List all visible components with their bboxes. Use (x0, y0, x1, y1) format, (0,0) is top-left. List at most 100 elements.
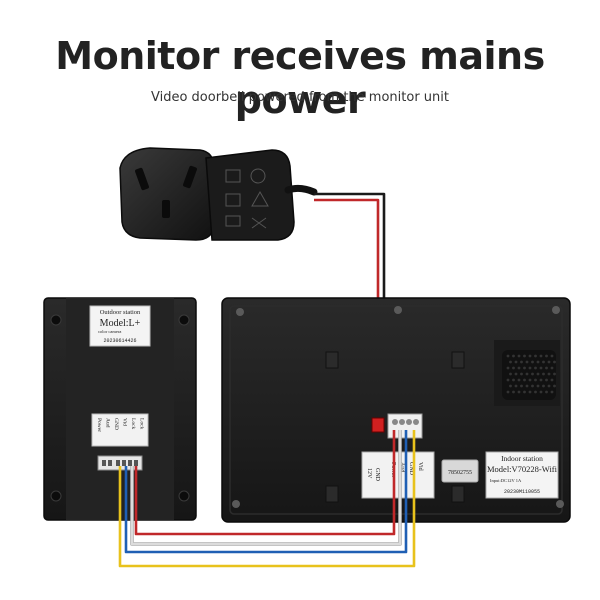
wire-red (134, 430, 396, 536)
grille-hole (547, 360, 551, 364)
indoor-terminal-name: 12V (366, 468, 372, 479)
grille-hole (517, 366, 521, 370)
grille-hole (523, 354, 526, 358)
grille-hole (520, 384, 523, 388)
grille-hole (509, 372, 512, 376)
grille-hole (528, 390, 532, 394)
grille-hole (525, 360, 529, 364)
grille-hole (523, 366, 526, 370)
outdoor-terminal-name: Vid (122, 418, 128, 426)
grille-hole (536, 384, 540, 388)
grille-hole (545, 354, 548, 358)
indoor-terminal-label (361, 451, 435, 499)
grille-hole (534, 390, 537, 394)
grille-hole (506, 390, 510, 394)
grille-hole (509, 384, 512, 388)
outdoor-label-model: Model:L+ (100, 318, 141, 329)
grille-hole (539, 378, 543, 382)
adapter-strain-relief (284, 184, 318, 196)
grille-hole (531, 360, 534, 364)
prong-earth (162, 200, 170, 218)
grille-hole (550, 354, 554, 358)
grille-hole (553, 360, 556, 364)
grille-hole (550, 390, 554, 394)
grille-hole (514, 384, 518, 388)
grille-hole (514, 360, 518, 364)
serial-sticker-text: 78502755 (448, 470, 472, 476)
serial-sticker (441, 459, 479, 483)
grille-hole (517, 378, 521, 382)
outdoor-terminal-name: Lock (130, 418, 136, 430)
grille-hole (517, 354, 521, 358)
outdoor-terminal-name: GND (113, 418, 119, 430)
grille-hole (542, 372, 545, 376)
indoor-terminal-name: GND (374, 468, 380, 482)
speaker-grille-holes (506, 354, 556, 394)
outdoor-mount-holes (50, 314, 190, 502)
outdoor-connector-pins (102, 460, 138, 466)
outdoor-terminal-name: Lock (139, 418, 145, 430)
outdoor-terminal-name: Power (96, 418, 102, 432)
grille-hole (512, 354, 515, 358)
grille-hole (509, 360, 512, 364)
grille-hole (539, 354, 543, 358)
wire-blue (124, 430, 408, 554)
grille-hole (517, 390, 521, 394)
indoor-label-spec: Input:DC12V 1A (490, 478, 522, 483)
grille-hole (528, 354, 532, 358)
grille-hole (539, 366, 543, 370)
grille-hole (506, 354, 510, 358)
grille-hole (545, 378, 548, 382)
outdoor-label-desc: color camera (98, 329, 121, 334)
grille-hole (542, 360, 545, 364)
grille-hole (536, 360, 540, 364)
wire-yellow (118, 430, 416, 568)
grille-hole (553, 372, 556, 376)
grille-hole (520, 372, 523, 376)
outdoor-label-date: 20230614426 (103, 338, 136, 344)
indoor-monitor-inner-frame (229, 305, 563, 515)
grille-hole (550, 378, 554, 382)
grille-hole (525, 384, 529, 388)
grille-hole (520, 360, 523, 364)
grille-hole (528, 378, 532, 382)
grille-hole (553, 384, 556, 388)
indoor-label-model: Model:V70228-Wifi (487, 464, 558, 474)
grille-hole (545, 390, 548, 394)
grille-hole (539, 390, 543, 394)
grille-hole (523, 378, 526, 382)
grille-hole (550, 366, 554, 370)
outdoor-terminal-name: Aud (105, 418, 111, 428)
grille-hole (534, 354, 537, 358)
grille-hole (545, 366, 548, 370)
grille-hole (525, 372, 529, 376)
grille-hole (547, 372, 551, 376)
page-title: Monitor receives mains power (55, 34, 545, 122)
grille-hole (506, 366, 510, 370)
adapter-plug-face (119, 147, 215, 241)
outdoor-label (89, 305, 151, 347)
station-interconnect-wires (118, 430, 416, 568)
indoor-clips (325, 351, 465, 503)
indoor-terminal-screws (392, 419, 419, 425)
indoor-model-label (485, 451, 559, 499)
prong-left (135, 167, 149, 191)
grille-hole (512, 378, 515, 382)
grille-hole (506, 378, 510, 382)
grille-hole (542, 384, 545, 388)
grille-hole (534, 366, 537, 370)
page-subtitle: Video doorbell powered from the monitor … (151, 90, 449, 105)
grille-hole (514, 372, 518, 376)
indoor-terminal-name: GND (408, 462, 414, 476)
grille-hole (512, 366, 515, 370)
indoor-monitor-body (221, 297, 571, 523)
indoor-terminal-name: Vid (417, 462, 423, 471)
indoor-terminal-name: Aud (399, 462, 405, 472)
grille-hole (531, 384, 534, 388)
grille-hole (523, 390, 526, 394)
outdoor-label-title: Outdoor station (100, 309, 141, 316)
power-adapter (119, 147, 318, 241)
